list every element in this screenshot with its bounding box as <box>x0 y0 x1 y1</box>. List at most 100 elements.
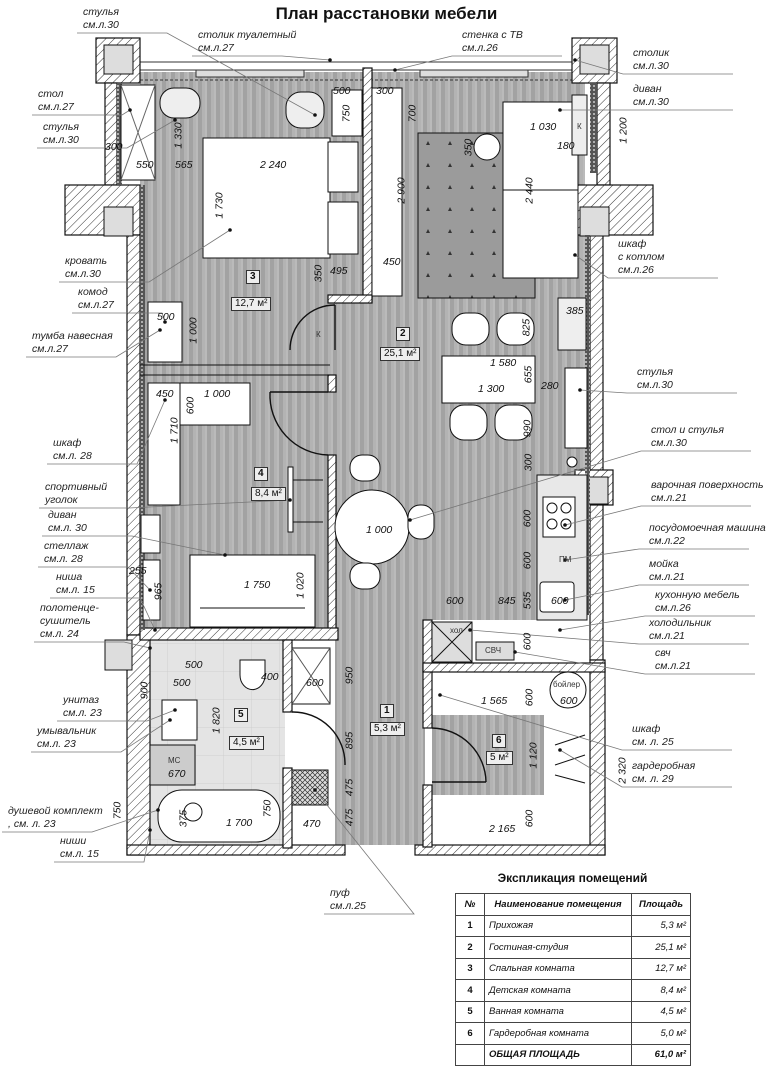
dimension-label: 655 <box>522 365 535 384</box>
row-number: 1 <box>455 914 485 937</box>
room-1-area: 5,3 м² <box>370 722 405 736</box>
dimension-label: 2 165 <box>489 823 516 835</box>
callout-target-dot <box>563 598 567 602</box>
dimension-label: 1 330 <box>172 122 185 149</box>
dimension-label: 300 <box>376 85 394 97</box>
callout-line: см.л. 23 <box>37 738 76 750</box>
callout-line: холодильник <box>649 617 712 629</box>
callout-target-dot <box>223 553 227 557</box>
callout-line: полотенце- <box>40 602 99 614</box>
callout-line: мойка <box>649 558 679 570</box>
dimension-label: 1 750 <box>244 579 271 591</box>
page-title: План расстановки мебели <box>275 4 498 23</box>
callout-line: кровать <box>65 255 107 267</box>
dimension-label: 495 <box>330 265 348 277</box>
callout-line: душевой комплект <box>8 805 103 817</box>
callout-line: стеллаж <box>44 540 89 552</box>
dimension-label: 1 820 <box>210 707 223 734</box>
dimension-label: 1 710 <box>168 417 181 444</box>
row-name: Гостиная-студия <box>484 936 632 959</box>
dimension-label: 600 <box>446 595 464 607</box>
callout-target-dot <box>163 320 167 324</box>
callout-label: душевой комплект, см. л. 23 <box>8 805 103 831</box>
dimension-label: 600 <box>521 632 534 651</box>
callout-line: шкаф <box>618 238 647 250</box>
dimension-label: 2 900 <box>395 177 408 204</box>
callout-line: варочная поверхность <box>651 479 764 491</box>
callout-line: кухонную мебель <box>655 589 740 601</box>
callout-target-dot <box>173 118 177 122</box>
dimension-label: 600 <box>184 396 197 415</box>
floors <box>140 72 590 845</box>
dimension-label: 2 320 <box>616 757 629 784</box>
dimension-label: 600 <box>521 551 534 570</box>
callout-line: умывальник <box>37 725 97 737</box>
callout-line: спортивный <box>45 481 108 493</box>
callout-leader-line <box>394 55 562 71</box>
room-3-number: 3 <box>246 270 260 284</box>
door-arcs <box>269 304 487 783</box>
callout-line: посудомоечная машина <box>649 522 766 534</box>
callout-leader-line <box>409 450 751 521</box>
callout-leader-line <box>559 749 732 788</box>
callout-target-dot <box>393 68 397 72</box>
callout-line: см.л.27 <box>78 299 114 311</box>
dimension-label: 600 <box>306 677 324 689</box>
callout-leader-line <box>314 789 415 915</box>
dimension-label: 1 565 <box>481 695 508 707</box>
callout-line: см.л. 15 <box>56 584 95 596</box>
callout-target-dot <box>558 748 562 752</box>
callout-line: уголок <box>45 494 78 506</box>
row-area: 5,0 м² <box>631 1022 691 1045</box>
callout-line: см.л. 30 <box>48 522 87 534</box>
dimension-label: 600 <box>523 809 536 828</box>
total-empty-cell <box>455 1043 485 1066</box>
dimension-label: 450 <box>156 388 174 400</box>
total-area: 61,0 м² <box>631 1043 691 1066</box>
dimension-label: 990 <box>521 419 534 438</box>
dimension-label: 475 <box>343 778 356 797</box>
callout-target-dot <box>438 693 442 697</box>
callout-line: шкаф <box>53 437 82 449</box>
callout-leader-line <box>579 389 737 394</box>
dimension-label: 1 000 <box>204 388 231 400</box>
row-number: 4 <box>455 979 485 1002</box>
dimension-label: 1 000 <box>187 317 200 344</box>
partitions <box>140 364 330 376</box>
dimension-label: 375 <box>177 809 190 828</box>
callout-line: см.л.30 <box>651 437 687 449</box>
row-area: 25,1 м² <box>631 936 691 959</box>
callout-leader-line <box>77 32 316 116</box>
callout-line: см.л.21 <box>649 571 685 583</box>
callout-target-dot <box>313 113 317 117</box>
dimension-label: 1 200 <box>617 117 630 144</box>
callout-leader-line <box>469 629 749 645</box>
callout-line: унитаз <box>63 694 99 706</box>
callout-line: тумба навесная <box>32 330 113 342</box>
callout-leader-line <box>514 651 755 675</box>
callout-leader-line <box>72 312 166 323</box>
callout-target-dot <box>158 328 162 332</box>
callout-leader-line <box>34 641 151 649</box>
dimension-label: 535 <box>521 591 534 610</box>
dimension-label: 900 <box>138 681 151 700</box>
row-area: 5,3 м² <box>631 914 691 937</box>
dimension-label: 280 <box>541 380 559 392</box>
dimension-label: 500 <box>157 311 175 323</box>
callout-leader-line <box>574 59 733 75</box>
callout-line: стенка с ТВ <box>462 29 523 41</box>
callout-line: см.л.25 <box>330 900 366 912</box>
row-name: Гардеробная комната <box>484 1022 632 1045</box>
